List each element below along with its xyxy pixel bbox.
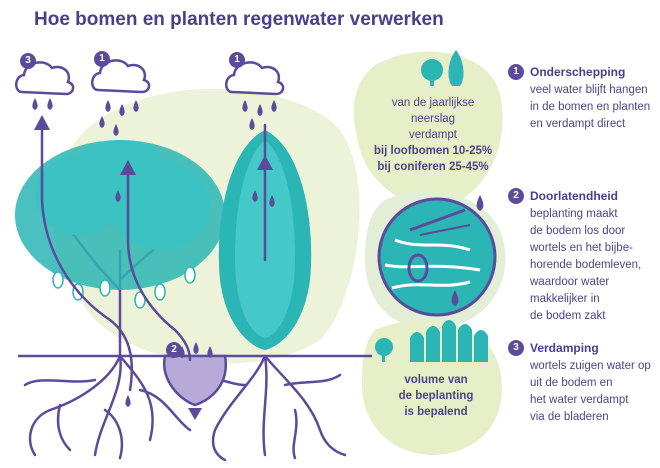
roots-left: [23, 354, 192, 460]
step-3-heading: Verdamping: [530, 341, 599, 355]
interception-deciduous: bij loofbomen 10-25%: [373, 145, 493, 157]
step-3-number: 3: [508, 340, 524, 356]
volume-note: volume van de beplanting is bepalend: [390, 372, 482, 420]
forest-icon: [375, 320, 488, 362]
volume-line3: is bepalend: [404, 406, 468, 418]
step-2-line: beplanting maakt: [530, 208, 618, 220]
tree-leaves-left: [52, 266, 196, 309]
cloud-icon-right: [225, 61, 285, 96]
raindrop-icons: [32, 98, 277, 407]
step-2-text: beplanting maakt de bodem los door worte…: [530, 206, 641, 325]
step-1-line: en verdampt direct: [530, 118, 626, 130]
marker-middle-cloud: 1: [94, 51, 110, 67]
step-1-text: veel water blijft hangen in de bomen en …: [530, 82, 650, 133]
step-2-line: wortels en het bijbe-: [530, 242, 633, 254]
interception-line1: van de jaarlijkse neerslag: [391, 97, 475, 125]
step-1-line: in de bomen en planten: [530, 101, 651, 113]
marker-right-cloud: 1: [229, 52, 245, 68]
step-2-line: horende bodemleven,: [530, 259, 642, 271]
step-3-line: via de bladeren: [530, 411, 609, 423]
step-2-line: de bodem zakt: [530, 310, 606, 322]
step-2-number: 2: [508, 188, 524, 204]
volume-line1: volume van: [404, 374, 468, 386]
step-1-line: veel water blijft hangen: [530, 84, 648, 96]
interception-line2: verdampt: [409, 129, 457, 141]
cloud-icon-left: [15, 61, 75, 96]
step-3-text: wortels zuigen water op uit de bodem en …: [530, 358, 651, 426]
step-3-line: uit de bodem en: [530, 377, 613, 389]
step-3-line: het water verdampt: [530, 394, 629, 406]
volume-line2: de beplanting: [398, 390, 474, 402]
background-blob-right-top: [353, 51, 503, 207]
step-2-heading: Doorlatendheid: [530, 189, 619, 203]
step-2-line: waardoor water: [530, 276, 610, 288]
magnifier-icon: [377, 195, 497, 317]
conifer-icon: [448, 50, 464, 86]
deciduous-tree-icon: [421, 59, 443, 86]
step-3-line: wortels zuigen water op: [530, 360, 651, 372]
cloud-icon-middle: [91, 59, 151, 94]
infiltration-arrowhead: [188, 408, 202, 420]
tree-canopy-left: [15, 140, 225, 290]
marker-infiltration: 2: [166, 342, 182, 358]
step-1-number: 1: [508, 64, 524, 80]
interception-note: van de jaarlijkse neerslag verdampt bij …: [372, 95, 494, 175]
step-2-line: makkelijker in: [530, 293, 600, 305]
up-arrowheads: [34, 115, 273, 175]
marker-left-cloud: 3: [20, 53, 36, 69]
step-2-line: de bodem los door: [530, 225, 626, 237]
interception-conifers: bij coniferen 25-45%: [377, 161, 489, 173]
water-paths: [40, 123, 267, 392]
page-title: Hoe bomen en planten regenwater verwerke…: [34, 9, 444, 30]
step-1-heading: Onderschepping: [530, 65, 626, 79]
infiltration-bulb: [162, 354, 228, 407]
